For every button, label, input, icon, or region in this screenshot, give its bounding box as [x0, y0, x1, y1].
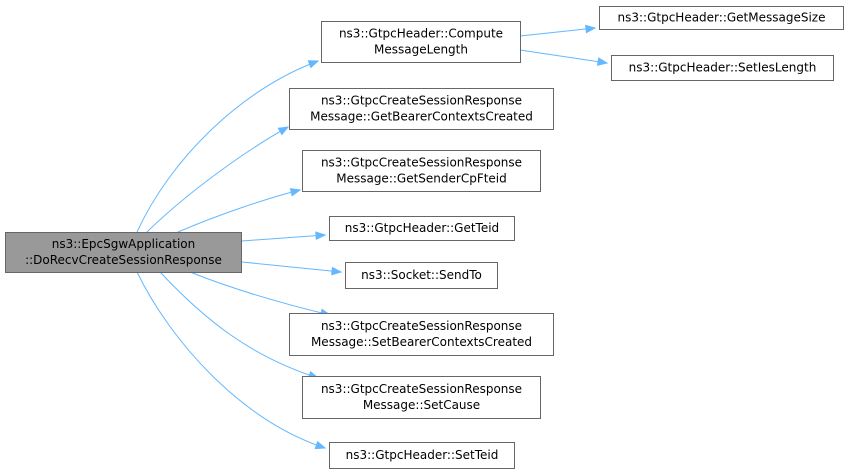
call-edges	[136, 24, 609, 450]
node-box	[611, 55, 834, 81]
node-label-line: ns3::GtpcHeader::GetMessageSize	[618, 11, 826, 25]
edge-compute-to-getmsgsize	[519, 27, 596, 37]
root-function-node[interactable]: ns3::EpcSgwApplication::DoRecvCreateSess…	[5, 232, 242, 273]
edge-root-to-setbearer	[189, 271, 331, 316]
node-label-line: ns3::GtpcHeader::GetTeid	[345, 221, 499, 235]
call-nodes: ns3::EpcSgwApplication::DoRecvCreateSess…	[5, 6, 844, 469]
edge-root-to-compute-arrowhead	[307, 60, 320, 69]
callee-node-setcause[interactable]: ns3::GtpcCreateSessionResponseMessage::S…	[302, 376, 541, 419]
node-box	[302, 376, 541, 419]
node-label-line: ns3::GtpcHeader::SetTeid	[346, 448, 499, 462]
node-box	[302, 150, 541, 192]
node-label-line: ns3::GtpcHeader::Compute	[339, 27, 503, 41]
node-label-line: ns3::GtpcCreateSessionResponse	[321, 94, 522, 108]
node-label-line: ns3::GtpcCreateSessionResponse	[321, 382, 522, 396]
node-box	[329, 216, 515, 241]
edge-root-to-setcause	[159, 271, 319, 379]
node-box	[345, 262, 498, 289]
edge-root-to-getbearer-arrowhead	[277, 126, 290, 136]
callee-node-getmsgsize[interactable]: ns3::GtpcHeader::GetMessageSize	[599, 6, 844, 30]
callee-node-setbearer[interactable]: ns3::GtpcCreateSessionResponseMessage::S…	[289, 313, 554, 356]
node-label-line: ns3::EpcSgwApplication	[52, 237, 195, 251]
edge-root-to-getsender	[177, 189, 301, 233]
callee-node-getbearer[interactable]: ns3::GtpcCreateSessionResponseMessage::G…	[289, 88, 554, 130]
node-label-line: ns3::GtpcCreateSessionResponse	[321, 319, 522, 333]
callee-node-getteid[interactable]: ns3::GtpcHeader::GetTeid	[329, 216, 515, 241]
node-box	[329, 442, 515, 469]
edge-root-to-sendto	[241, 261, 342, 273]
edge-root-to-getsender-arrowhead	[289, 188, 302, 197]
node-label-line: ::DoRecvCreateSessionResponse	[25, 253, 222, 267]
node-box	[599, 6, 844, 30]
edge-root-to-compute	[136, 60, 319, 233]
callee-node-getsender[interactable]: ns3::GtpcCreateSessionResponseMessage::G…	[302, 150, 541, 192]
edge-root-to-setteid	[136, 271, 326, 449]
edge-root-to-setteid-arrowhead	[314, 440, 327, 450]
node-label-line: Message::GetSenderCpFteid	[336, 172, 507, 186]
node-label-line: Message::SetBearerContextsCreated	[311, 335, 532, 349]
edge-compute-to-setieslength	[519, 49, 608, 64]
node-box	[5, 232, 242, 273]
edge-compute-to-setieslength-arrowhead	[596, 57, 609, 66]
node-label-line: MessageLength	[374, 43, 468, 57]
edge-compute-to-getmsgsize-arrowhead	[585, 24, 597, 34]
node-label-line: ns3::GtpcHeader::SetIesLength	[629, 61, 817, 75]
node-label-line: ns3::GtpcCreateSessionResponse	[321, 156, 522, 170]
callee-node-setteid[interactable]: ns3::GtpcHeader::SetTeid	[329, 442, 515, 469]
callee-node-sendto[interactable]: ns3::Socket::SendTo	[345, 262, 498, 289]
callee-node-setieslength[interactable]: ns3::GtpcHeader::SetIesLength	[611, 55, 834, 81]
node-box	[321, 21, 521, 63]
node-label-line: ns3::Socket::SendTo	[361, 268, 482, 282]
edge-root-to-sendto-arrowhead	[331, 266, 343, 276]
edge-root-to-getbearer	[146, 126, 289, 233]
edge-root-to-getteid-arrowhead	[315, 231, 327, 241]
edge-root-to-getteid	[241, 234, 326, 242]
node-box	[289, 88, 554, 130]
node-label-line: Message::SetCause	[363, 398, 480, 412]
node-label-line: Message::GetBearerContextsCreated	[310, 110, 533, 124]
node-box	[289, 313, 554, 356]
